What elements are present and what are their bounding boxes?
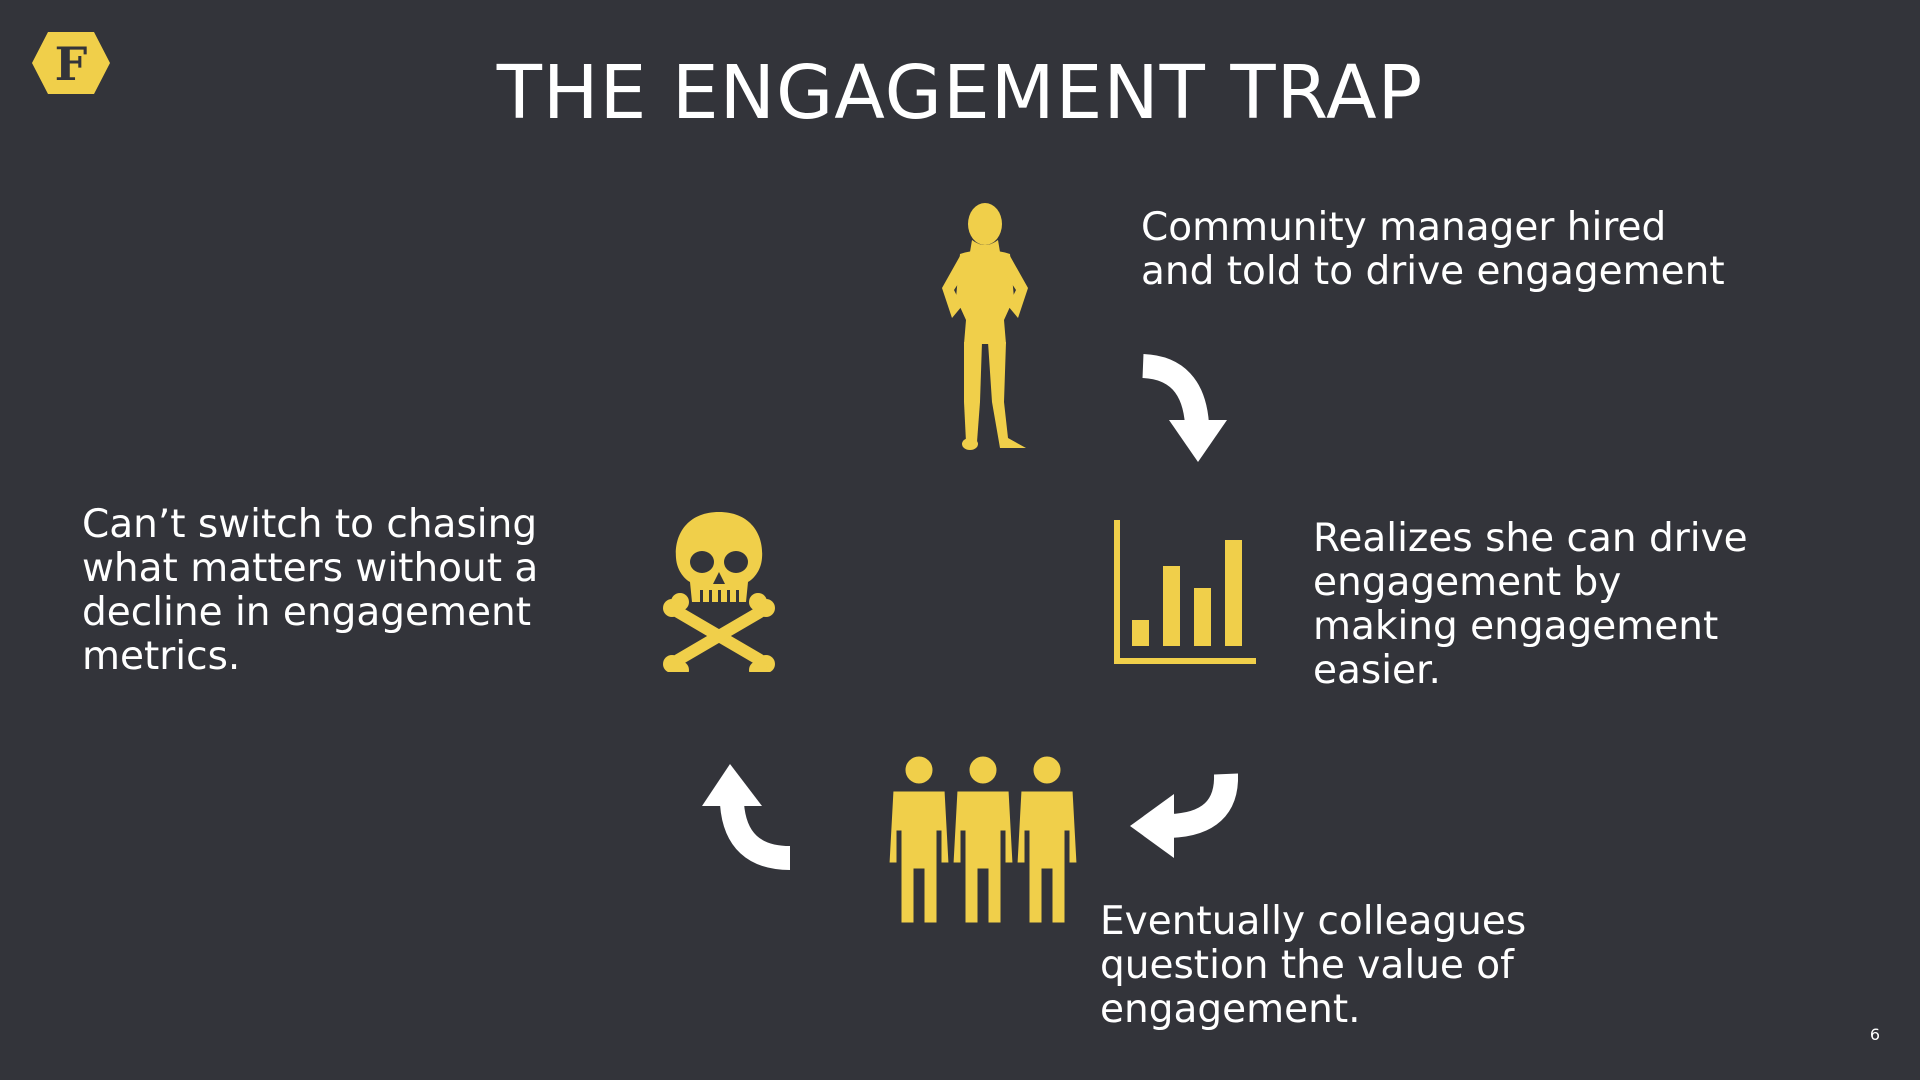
skull-crossbones-icon <box>660 510 778 672</box>
curved-arrow-down-icon <box>1135 350 1230 465</box>
slide-title: THE ENGAGEMENT TRAP <box>496 50 1424 136</box>
hexagon-logo-icon: F <box>32 32 110 94</box>
group-of-people-icon <box>884 752 1084 928</box>
brand-logo: F <box>30 30 112 96</box>
page-number: 6 <box>1869 1025 1880 1044</box>
curved-arrow-left-icon <box>1128 772 1244 864</box>
step-3-text: Eventually colleagues question the value… <box>1100 899 1527 1032</box>
step-4-text: Can’t switch to chasing what matters wit… <box>82 502 539 679</box>
logo-letter: F <box>55 37 88 91</box>
woman-silhouette-icon <box>930 202 1040 454</box>
step-1-text: Community manager hired and told to driv… <box>1141 205 1725 294</box>
bar-chart-icon <box>1112 518 1258 666</box>
step-2-text: Realizes she can drive engagement by mak… <box>1313 516 1748 693</box>
curved-arrow-up-icon <box>702 762 792 874</box>
